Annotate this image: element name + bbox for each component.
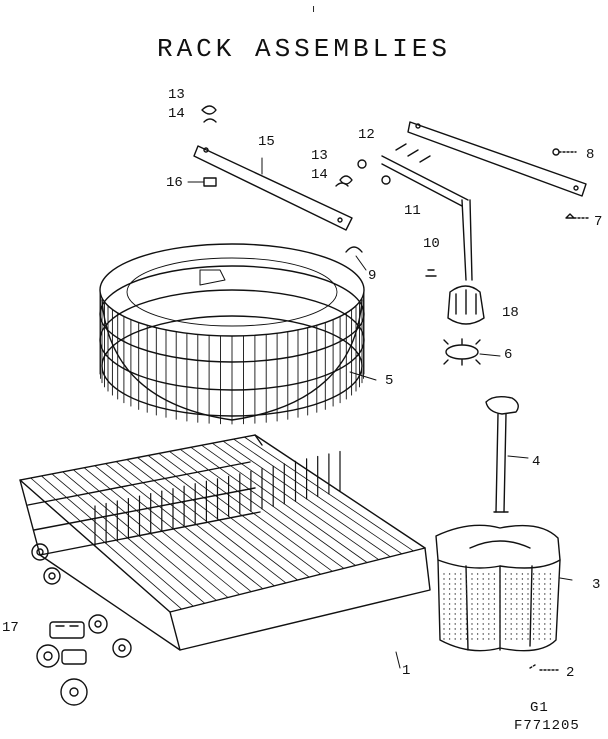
rack-wheel-parts <box>36 621 88 706</box>
callout-10: 10 <box>423 236 440 252</box>
callout-16: 16 <box>166 175 183 191</box>
callout-8: 8 <box>586 147 595 163</box>
rack-rail-right <box>407 121 587 197</box>
clip-10 <box>425 269 437 277</box>
stop-16 <box>203 177 217 187</box>
callout-13: 13 <box>168 87 185 103</box>
gear-6 <box>443 338 481 366</box>
figure-code-line2: F771205 <box>514 718 580 734</box>
callout-11: 11 <box>404 203 421 219</box>
callout-2: 2 <box>566 665 575 681</box>
callout-18: 18 <box>502 305 519 321</box>
lower-rack <box>19 434 431 658</box>
screw-7 <box>565 213 591 219</box>
callout-6: 6 <box>504 347 513 363</box>
rack-rail-left <box>193 145 353 231</box>
clip-12 <box>357 159 391 185</box>
callout-14: 14 <box>168 106 185 122</box>
clip-13-14-upper <box>201 105 217 123</box>
figure-code-line1: G1 <box>530 700 549 716</box>
basket-handle <box>485 395 519 513</box>
leader-lines <box>187 157 573 669</box>
screw-2 <box>529 664 559 671</box>
callout-12: 12 <box>358 127 375 143</box>
nozzle-18 <box>447 285 485 325</box>
screw-8 <box>552 148 577 156</box>
callout-1: 1 <box>402 663 411 679</box>
upper-rack-basket <box>99 243 365 425</box>
callout-17: 17 <box>2 620 19 636</box>
callout-5: 5 <box>385 373 394 389</box>
clip-9 <box>345 246 363 253</box>
top-mark: ı <box>312 2 316 15</box>
callout-7: 7 <box>594 214 603 230</box>
silverware-basket <box>435 524 561 652</box>
callout-13: 13 <box>311 148 328 164</box>
callout-4: 4 <box>532 454 541 470</box>
clip-13-14-lower <box>335 175 353 187</box>
callout-9: 9 <box>368 268 377 284</box>
callout-15: 15 <box>258 134 275 150</box>
callout-3: 3 <box>592 577 601 593</box>
spray-tube <box>381 143 473 281</box>
diagram-title: RACK ASSEMBLIES <box>156 34 452 64</box>
callout-14: 14 <box>311 167 328 183</box>
